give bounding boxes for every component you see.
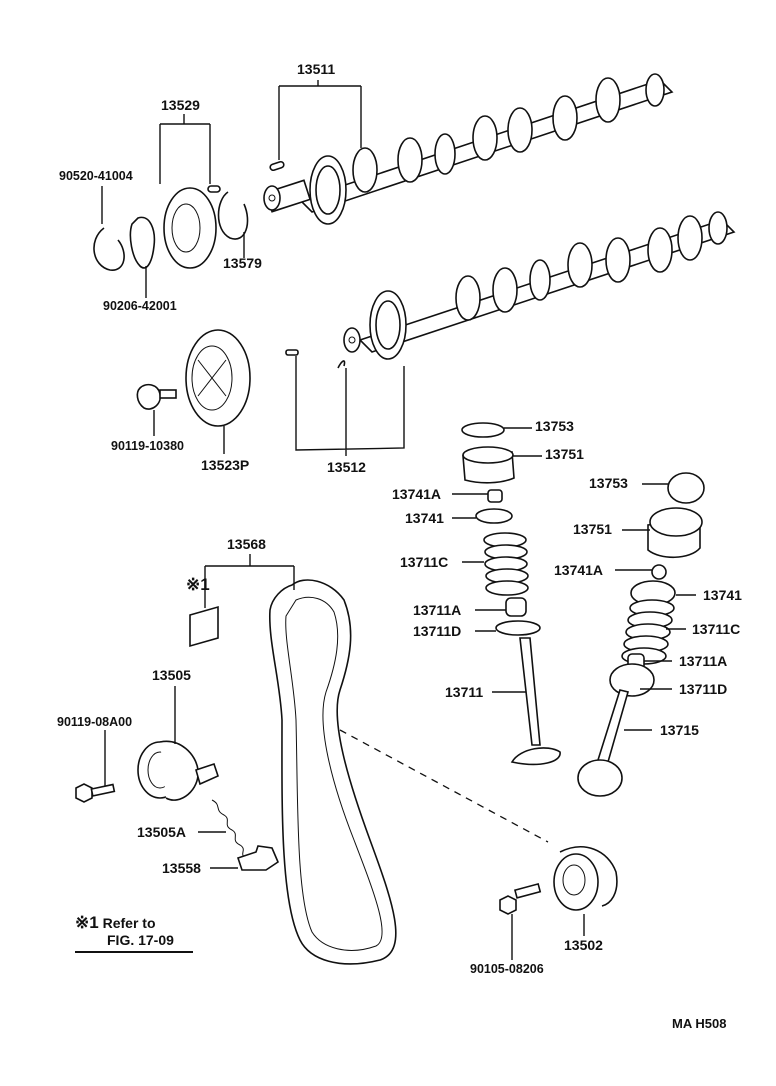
seat-13711D-a[interactable] xyxy=(495,620,541,636)
label-13753-a[interactable]: 13753 xyxy=(535,418,574,434)
label-13741-a[interactable]: 13741 xyxy=(405,510,444,526)
label-90119-10380[interactable]: 90119-10380 xyxy=(111,439,184,453)
label-13751-b[interactable]: 13751 xyxy=(573,521,612,537)
idler-pulley-13502[interactable] xyxy=(553,846,618,911)
label-13558[interactable]: 13558 xyxy=(162,860,201,876)
label-90520-41004[interactable]: 90520-41004 xyxy=(59,169,133,183)
bolt-90119-08A00[interactable] xyxy=(75,783,116,803)
seal-13711A-a[interactable] xyxy=(505,597,527,617)
label-13741-b[interactable]: 13741 xyxy=(703,587,742,603)
leader-lines xyxy=(75,80,696,960)
spring-13505A[interactable] xyxy=(211,799,247,859)
ref-mark-1: ※1 xyxy=(186,575,210,594)
label-13711A-a[interactable]: 13711A xyxy=(413,602,462,618)
label-13505[interactable]: 13505 xyxy=(152,667,191,683)
sub-gear-13529[interactable] xyxy=(163,185,221,269)
bolt-90119-10380[interactable] xyxy=(136,383,177,410)
label-13511[interactable]: 13511 xyxy=(297,61,336,77)
pin-13512-a xyxy=(285,349,346,369)
lifter-13751-a[interactable] xyxy=(462,446,515,484)
reference-note: ※1 Refer to FIG. 17-09 xyxy=(75,913,174,948)
label-13711[interactable]: 13711 xyxy=(445,684,484,700)
label-90119-08A00[interactable]: 90119-08A00 xyxy=(57,715,133,729)
shim-13753-b[interactable] xyxy=(667,472,705,504)
timing-pulley-13523P[interactable] xyxy=(185,329,251,427)
bolt-90105-08206[interactable] xyxy=(499,882,542,915)
label-13568[interactable]: 13568 xyxy=(227,536,266,552)
label-13711D-a[interactable]: 13711D xyxy=(413,623,462,639)
valve-13715[interactable] xyxy=(577,689,629,797)
label-13711C-a[interactable]: 13711C xyxy=(400,554,449,570)
label-13502[interactable]: 13502 xyxy=(564,937,603,953)
spring-13711C-a[interactable] xyxy=(483,532,529,596)
label-13711D-b[interactable]: 13711D xyxy=(679,681,728,697)
seat-13711D-b[interactable] xyxy=(609,663,655,697)
note-line1: Refer to xyxy=(102,915,156,931)
timing-belt-13568[interactable] xyxy=(268,579,397,965)
snap-ring-90520[interactable] xyxy=(93,227,125,271)
figure-code: MA H508 xyxy=(672,1016,727,1031)
label-90105-08206[interactable]: 90105-08206 xyxy=(470,962,544,976)
label-13711C-b[interactable]: 13711C xyxy=(692,621,741,637)
retainer-13741-a[interactable] xyxy=(475,508,513,524)
wave-washer-90206[interactable] xyxy=(129,216,156,269)
label-13523P[interactable]: 13523P xyxy=(201,457,250,473)
belt-routing-dashed xyxy=(339,729,549,843)
note-line2[interactable]: FIG. 17-09 xyxy=(107,931,174,948)
keeper-13741A-a[interactable] xyxy=(487,489,503,503)
label-13579[interactable]: 13579 xyxy=(223,255,262,271)
label-13711A-b[interactable]: 13711A xyxy=(679,653,728,669)
label-13505A[interactable]: 13505A xyxy=(137,824,187,840)
label-13741A-a[interactable]: 13741A xyxy=(392,486,442,502)
shim-13753-a[interactable] xyxy=(461,422,505,438)
label-13753-b[interactable]: 13753 xyxy=(589,475,628,491)
label-13512[interactable]: 13512 xyxy=(327,459,366,475)
label-13529[interactable]: 13529 xyxy=(161,97,200,113)
keeper-13741A-b[interactable] xyxy=(651,564,667,580)
upper-camshaft[interactable] xyxy=(263,73,674,225)
snap-ring-13579[interactable] xyxy=(217,191,249,240)
label-90206-42001[interactable]: 90206-42001 xyxy=(103,299,177,313)
label-13751-a[interactable]: 13751 xyxy=(545,446,584,462)
lifter-13751-b[interactable] xyxy=(647,507,703,559)
label-13715[interactable]: 13715 xyxy=(660,722,699,738)
tensioner-13505[interactable] xyxy=(137,740,219,801)
lower-camshaft[interactable] xyxy=(343,211,736,360)
note-mark: ※1 xyxy=(75,913,99,932)
ref-sheet-13568 xyxy=(189,605,219,648)
bracket-13558[interactable] xyxy=(236,845,279,871)
label-13741A-b[interactable]: 13741A xyxy=(554,562,604,578)
valve-13711[interactable] xyxy=(510,637,561,766)
